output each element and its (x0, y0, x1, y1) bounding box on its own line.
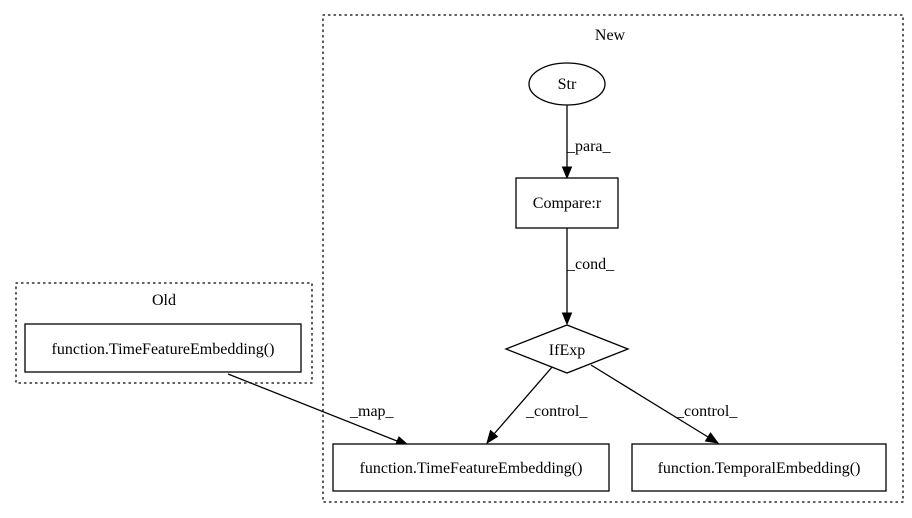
node-old-time-feature-embedding-label: function.TimeFeatureEmbedding() (52, 341, 275, 358)
edge-cond-label: _cond_ (566, 256, 615, 273)
edge-control-left-arrowhead (486, 429, 499, 445)
edge-map: _map_ (227, 373, 410, 446)
node-ifexp-shape (504, 324, 630, 374)
node-temporal-embedding-label: function.TemporalEmbedding() (658, 460, 861, 477)
node-compare-shape (515, 177, 619, 229)
node-temporal-embedding-shape (631, 443, 887, 492)
node-new-time-feature-embedding-shape (332, 443, 610, 492)
edge-cond-arrowhead (561, 312, 573, 326)
edge-map-label: _map_ (349, 403, 395, 420)
edge-map-line (227, 373, 398, 442)
edge-control-right-line (590, 364, 709, 438)
node-temporal-embedding[interactable]: function.TemporalEmbedding() (631, 443, 887, 492)
edge-control-right: _control_ (590, 364, 738, 444)
edge-para: _para_ (561, 105, 612, 180)
edge-control-right-label: _control_ (675, 403, 738, 420)
edge-control-left-line (493, 365, 554, 435)
cluster-old: Old (15, 282, 313, 384)
node-old-time-feature-embedding-shape (24, 323, 302, 373)
node-compare-label: Compare:r (533, 195, 602, 212)
node-str-label: Str (558, 76, 577, 93)
node-new-time-feature-embedding-label: function.TimeFeatureEmbedding() (360, 460, 583, 477)
edge-control-right-arrowhead (704, 432, 720, 444)
node-str-shape (528, 62, 606, 106)
edge-control-left-label: _control_ (525, 403, 588, 420)
node-compare[interactable]: Compare:r (515, 177, 619, 229)
edge-para-arrowhead (561, 166, 573, 180)
edge-cond: _cond_ (561, 228, 615, 326)
node-new-time-feature-embedding[interactable]: function.TimeFeatureEmbedding() (332, 443, 610, 492)
edge-control-left: _control_ (486, 365, 588, 445)
node-old-time-feature-embedding[interactable]: function.TimeFeatureEmbedding() (24, 323, 302, 373)
edge-para-label: _para_ (566, 138, 612, 155)
cluster-new: New (322, 14, 904, 503)
cluster-old-border (15, 282, 313, 384)
node-str[interactable]: Str (528, 62, 606, 106)
node-ifexp-label: IfExp (549, 342, 585, 359)
cluster-new-label: New (595, 27, 626, 44)
node-ifexp[interactable]: IfExp (504, 324, 630, 374)
cluster-old-label: Old (152, 292, 176, 309)
